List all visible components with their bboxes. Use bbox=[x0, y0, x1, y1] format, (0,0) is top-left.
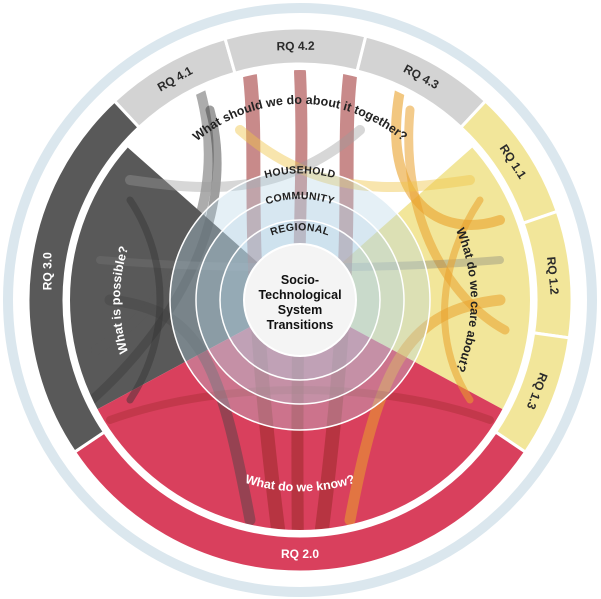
center-disc bbox=[243, 243, 357, 357]
flow-ribbon bbox=[126, 196, 164, 404]
inner-disc-border bbox=[66, 66, 534, 534]
flow-ribbon bbox=[125, 125, 365, 193]
flow-ribbon bbox=[91, 85, 214, 355]
segment-rq-3-0 bbox=[26, 98, 142, 455]
center-line-2: Technological bbox=[258, 288, 341, 302]
flow-ribbon bbox=[344, 294, 506, 526]
flow-ribbon bbox=[404, 105, 510, 335]
center-line-1: Socio- bbox=[281, 273, 319, 287]
flow-ribbon bbox=[441, 196, 484, 404]
flow-ribbon bbox=[104, 294, 256, 526]
label-rq-3-0: RQ 3.0 bbox=[41, 252, 55, 290]
flow-ribbon bbox=[311, 69, 357, 532]
outer-frame-ring bbox=[3, 3, 597, 597]
label-rq-4-2: RQ 4.2 bbox=[276, 39, 315, 54]
research-question-band: RQ 4.1RQ 4.2RQ 4.3RQ 1.1RQ 1.2RQ 1.3RQ 2… bbox=[26, 26, 574, 574]
center-line-4: Transitions bbox=[267, 318, 334, 332]
flow-ribbon bbox=[87, 105, 222, 405]
flow-ribbon bbox=[235, 125, 475, 193]
label-rq-1-2: RQ 1.2 bbox=[544, 256, 562, 296]
label-rq-2-0: RQ 2.0 bbox=[281, 547, 319, 561]
flow-ribbon bbox=[243, 69, 289, 532]
flow-ribbon bbox=[106, 386, 494, 424]
community-label: COMMUNITY bbox=[264, 190, 336, 207]
center-line-3: System bbox=[278, 303, 322, 317]
household-label: HOUSEHOLD bbox=[263, 164, 337, 181]
